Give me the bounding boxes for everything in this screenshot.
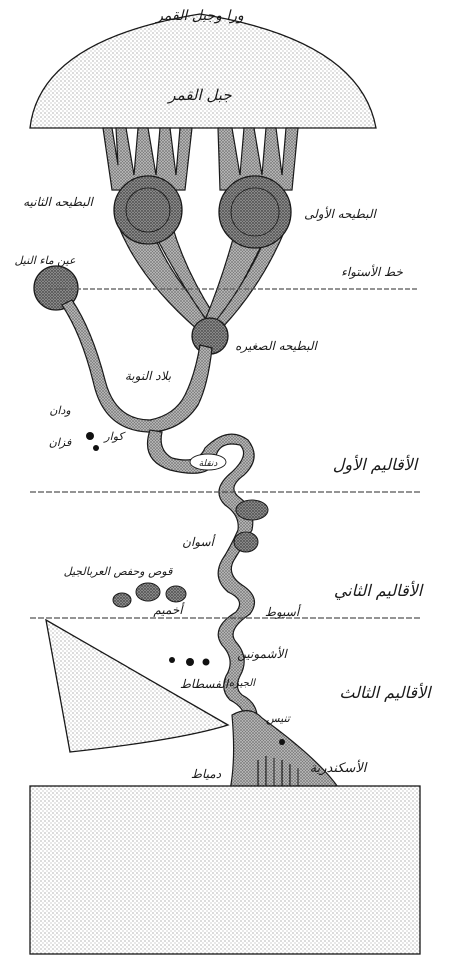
label-first-lake: البطيحه الأولى bbox=[304, 206, 377, 221]
label-zone-third: الأقاليم الثالث bbox=[339, 682, 432, 702]
label-equator: خط الأستواء bbox=[341, 264, 403, 279]
label-qahira: الجيزه bbox=[229, 678, 256, 689]
label-alexandria: الأسكندرية bbox=[310, 759, 368, 776]
label-second-lake: البطيحه الثانيه bbox=[23, 195, 94, 209]
label-aswan: أسوان bbox=[182, 534, 216, 549]
mediterranean-sea bbox=[30, 786, 420, 954]
label-akhmim: أخميم bbox=[153, 602, 185, 617]
label-moon-mountain: جبل القمر bbox=[166, 86, 232, 104]
label-asyut: أسيوط bbox=[265, 604, 302, 619]
label-damietta: دمياط bbox=[191, 767, 222, 781]
label-waddan: ودان bbox=[49, 404, 70, 417]
label-fustat: الفسطاط bbox=[180, 677, 230, 691]
label-qus: قوص وحفص العربالجيل bbox=[64, 565, 173, 578]
label-zone-first: الأقاليم الأول bbox=[333, 454, 419, 474]
label-tinnis: تنيس bbox=[266, 712, 292, 725]
label-moon-mountains-behind: ورا وجبل القمر bbox=[154, 8, 244, 24]
label-kawar: كوار bbox=[102, 430, 126, 443]
label-zone-second: الأقاليم الثاني bbox=[334, 580, 424, 600]
first-lake-shape bbox=[219, 176, 291, 248]
label-nubia: بلاد النوبة bbox=[125, 369, 172, 383]
second-lake-shape bbox=[114, 176, 182, 244]
label-ushmunayn: الأشمونين bbox=[237, 646, 288, 661]
label-dongola: دنقلة bbox=[199, 459, 219, 469]
moon-mountain-shape bbox=[30, 14, 376, 128]
label-nubian-lake: عين ماء النيل bbox=[14, 254, 75, 267]
label-fezzan: فزان bbox=[49, 436, 72, 449]
label-small-lake: البطيحه الصغيره bbox=[235, 339, 318, 353]
